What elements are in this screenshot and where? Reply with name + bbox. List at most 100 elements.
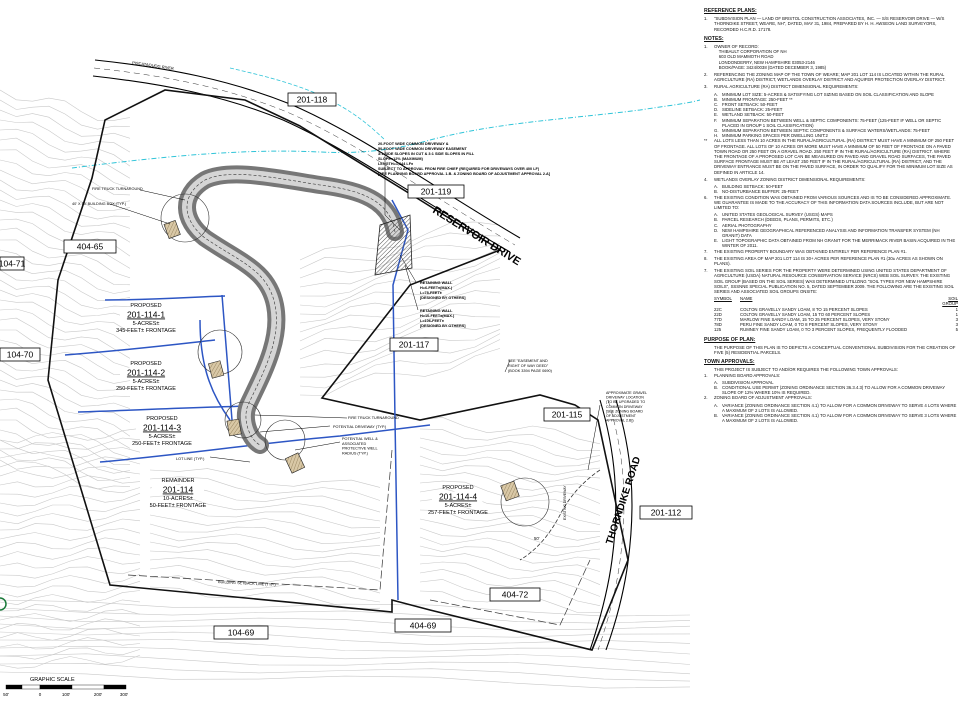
- graphic-scale-tick: 0: [39, 692, 42, 697]
- reference-plans-heading: REFERENCE PLANS:: [704, 8, 757, 14]
- note-subitem-text: PARCEL RESEARCH (DEEDS, PLANS, PERMITS, …: [722, 217, 833, 223]
- contour-line: [0, 475, 141, 488]
- graphic-scale-segment: [71, 684, 105, 690]
- gravel-driveway-note: COMMON DRIVEWAY: [606, 405, 643, 409]
- building-box-1: [163, 219, 181, 239]
- driveway-note: 50-FOOT WIDE COMMON DRIVEWAY EASEMENT: [378, 147, 467, 151]
- note-subitem-letter: B.: [714, 385, 719, 390]
- potential-well-note: RADIUS (TYP.): [342, 451, 369, 455]
- lot-id-201-114-1: 201-114-1: [127, 310, 165, 320]
- purpose-heading: PURPOSE OF PLAN:: [704, 336, 756, 343]
- graphic-scale-tick: 50': [3, 692, 9, 697]
- building-box-note: 40' X 50' BUILDING BOX (TYP.): [72, 202, 127, 206]
- frontage-50-note: 50': [534, 536, 540, 541]
- note-subitem-text: FRONT SETBACK: 50-FEET: [722, 102, 778, 108]
- retaining-wall-1: H=6-FEET±(MAX.): [420, 286, 453, 290]
- retaining-wall-1: RETAINING WALL: [420, 281, 453, 285]
- contour-line: [0, 128, 131, 167]
- note-subitem-text: NEW HAMPSHIRE GEOGRAPHICAL REFERENCED AN…: [722, 227, 941, 238]
- note-text: WETLANDS OVERLAY ZONING DISTRICT DIMENSI…: [714, 176, 866, 182]
- contour-line: [299, 313, 501, 351]
- gravel-driveway: [519, 469, 601, 561]
- map-tag-104-69-box: [213, 625, 269, 640]
- contour-line: [419, 455, 601, 476]
- contour-line: [149, 557, 381, 582]
- contour-line: [149, 541, 381, 560]
- contour-line: [0, 389, 131, 423]
- note-subitem: A.BUILDING SETBACK: 50-FEET: [714, 184, 958, 189]
- contour-line: [0, 289, 131, 319]
- contour-line: [419, 518, 601, 541]
- graphic-scale-tick: 200': [94, 692, 103, 697]
- contour-line: [0, 89, 131, 121]
- note-subitem: D.NEW HAMPSHIRE GEOGRAPHICAL REFERENCED …: [714, 228, 958, 238]
- approvals-heading: TOWN APPROVALS:: [704, 359, 755, 366]
- note-subitem-letter: B.: [714, 189, 719, 195]
- lot-id-201-114-4: 201-114-4: [439, 492, 477, 502]
- gravel-driveway-note: [SEE ZONING BOARD: [606, 409, 643, 413]
- retaining-wall-2: H=10-FEET±(MAX.): [420, 314, 455, 318]
- soil-symbol: 78D: [714, 322, 722, 328]
- lot-area-201-114-2: 5-ACRES±: [133, 379, 160, 385]
- contour-line: [0, 439, 131, 474]
- map-tag-201-117-box: [389, 337, 439, 352]
- map-tag-104-71: 104-71: [0, 259, 26, 269]
- graphic-scale-tick: 300': [120, 692, 129, 697]
- lot-area-201-114-3: 5-ACRES±: [149, 434, 176, 440]
- note-text: THE EXISTING CONDITION WAS OBTAINED FROM…: [714, 194, 953, 210]
- contour-line: [0, 199, 131, 229]
- existing-driveway-note: EXISTING DRIVEWAY: [563, 485, 567, 520]
- contour-line: [0, 279, 131, 310]
- contour-line: [149, 575, 381, 603]
- contour-line: [0, 518, 141, 531]
- contour-line: [149, 494, 381, 522]
- contour-line: [0, 437, 141, 450]
- easement-note: (BOOK 3394 PAGE 0690): [508, 369, 553, 373]
- reference-plan-item: 1."SUBDIVISION PLAN — LAND OF BRISTOL CO…: [704, 16, 958, 32]
- contour-line: [149, 586, 381, 610]
- note-number: 3.: [704, 84, 708, 90]
- lot-status-201-114-2: PROPOSED: [130, 361, 161, 367]
- gravel-driveway-note: APPROVAL 2.B]): [606, 419, 634, 423]
- note-number: 4.: [704, 176, 708, 182]
- note-subitem-letter: A.: [714, 184, 719, 190]
- lot-id-201-114-3: 201-114-3: [143, 423, 181, 433]
- note-subitem-letter: B.: [714, 217, 719, 223]
- soil-symbol: 125: [714, 327, 722, 333]
- retaining-wall-1: L=78-FEET±: [420, 291, 442, 295]
- contour-line: [419, 509, 601, 532]
- contour-line: [419, 553, 601, 572]
- note-subitem-text: MINIMUM SEPARATION BETWEEN WELL & SEPTIC…: [722, 117, 943, 128]
- graphic-scale-segment: [5, 684, 23, 690]
- contour-line: [419, 487, 601, 516]
- approval-item: 1. PLANNING BOARD APPROVALS:: [704, 373, 958, 378]
- note-subitem: E.WETLAND SETBACK: 50-FEET: [714, 112, 958, 117]
- contour-line: [0, 339, 131, 375]
- lot-id-201-114-2: 201-114-2: [127, 368, 165, 378]
- map-tag-404-72-box: [489, 587, 541, 602]
- contour-line: [0, 428, 141, 444]
- map-tag-104-71-box: [0, 256, 25, 271]
- soil-symbol: 77D: [714, 316, 722, 322]
- map-tag-104-69: 104-69: [228, 628, 255, 638]
- note-number: 6.: [704, 194, 708, 200]
- graphic-scale-segment: [103, 684, 127, 690]
- contour-line: [0, 99, 131, 130]
- lot-id-bg: [136, 422, 188, 433]
- contour-line: [299, 348, 501, 396]
- note-subitem-letter: D.: [714, 107, 719, 113]
- contour-line: [0, 607, 691, 624]
- contour-line: [0, 359, 131, 391]
- note-text: PLANNING BOARD APPROVALS:: [714, 372, 781, 378]
- building-box-2: [208, 360, 225, 379]
- note-subitem-letter: G.: [714, 128, 719, 134]
- note-subitem-text: MINIMUM FRONTAGE: 250-FEET **: [722, 96, 793, 102]
- fire-truck-turnaround-2: FIRE TRUCK TURNAROUND: [348, 416, 399, 420]
- note-subitem-letter: B.: [714, 96, 719, 102]
- note-number: 1.: [704, 372, 708, 378]
- approvals-intro: THIS PROJECT IS SUBJECT TO AND/OR REQUIR…: [714, 367, 898, 373]
- note-item: 7.THE EXISTING PROPERTY BOUNDARY WAS OBT…: [704, 249, 958, 254]
